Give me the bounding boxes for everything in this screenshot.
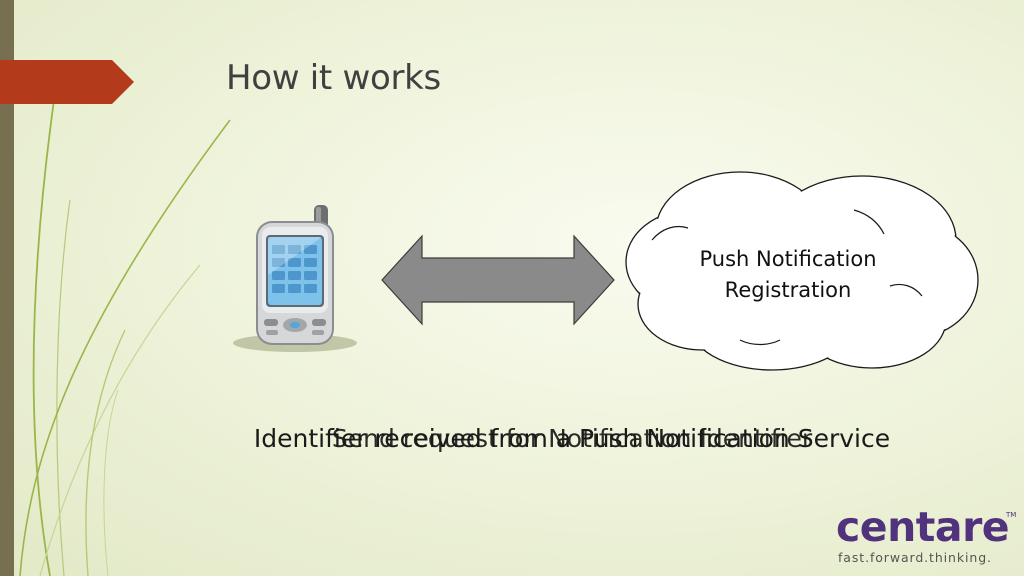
logo-wordmark: centare (836, 503, 1010, 551)
slide-title: How it works (226, 58, 441, 98)
double-headed-arrow (380, 234, 620, 330)
logo-trademark: TM (1006, 511, 1017, 519)
cloud-label: Push Notification Registration (672, 244, 904, 306)
caption-send-request: Send request for Notification Identifier (331, 424, 813, 453)
centare-logo: centare TM fast.forward.thinking. (836, 505, 1016, 565)
mobile-phone-icon (228, 203, 363, 362)
cloud-label-line1: Push Notification (699, 247, 877, 271)
push-notification-cloud (622, 170, 982, 379)
decorative-curves (19, 99, 231, 576)
caption-identifier-received: Identifier received from a Push Notifica… (253, 424, 891, 453)
cloud-label-line2: Registration (724, 278, 852, 302)
title-marker-arrow (0, 60, 134, 104)
left-accent-bar (0, 0, 14, 576)
logo-tagline: fast.forward.thinking. (838, 550, 992, 565)
